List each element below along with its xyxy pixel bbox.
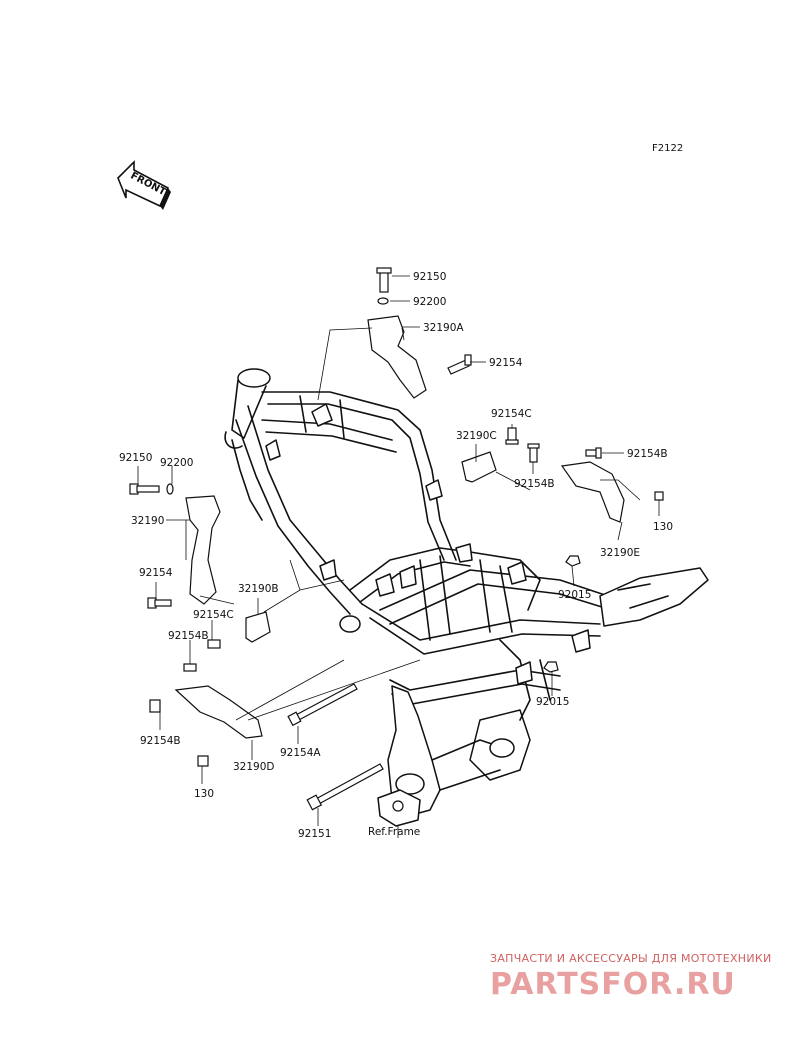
label-130-left: 130 [194,788,214,800]
label-92150-top: 92150 [413,271,446,283]
bracket-32190E [560,461,625,523]
label-92150-left: 92150 [119,452,152,464]
watermark-tagline: ЗАПЧАСТИ И АКСЕССУАРЫ ДЛЯ МОТОТЕХНИКИ [490,952,772,965]
label-92154-top: 92154 [489,357,523,369]
bolt-92154-top [447,354,472,375]
label-32190D: 32190D [233,761,275,773]
bracket-32190C [461,451,497,483]
label-92200-top: 92200 [413,296,446,308]
bolt-92154A [287,683,358,727]
bolt-92154B-right [585,447,602,459]
label-32190: 32190 [131,515,164,527]
label-92154B-bottom: 92154B [140,735,181,747]
bolt-130-right [654,491,664,501]
bolt-92151 [306,763,384,811]
label-92151: 92151 [298,828,331,840]
leader-lines [137,275,660,838]
nut-92015-b [543,661,559,673]
front-arrow-icon: FRONT [117,160,171,210]
label-92154B-mid: 92154B [514,478,555,490]
label-ref-frame: Ref.Frame [368,826,420,838]
label-32190A: 32190A [423,322,464,334]
bolt-92154B-mid [527,443,540,463]
washer-92200-left [166,483,174,495]
bracket-32190 [185,495,221,605]
bolt-92154-left [147,597,172,609]
label-32190B: 32190B [238,583,279,595]
parts [129,267,664,811]
bracket-32190D [174,685,263,739]
watermark-brand: PARTSFOR.RU [490,967,736,1002]
label-92154B-right: 92154B [627,448,668,460]
label-92154A: 92154A [280,747,321,759]
label-92154C-left: 92154C [193,609,234,621]
bolt-92154B-bottom [149,699,161,713]
label-92154C-right: 92154C [491,408,532,420]
label-92015-b: 92015 [536,696,569,708]
bolt-92154B-left [183,663,197,672]
label-32190C: 32190C [456,430,497,442]
callout-labels: 92150 92200 32190A 92154 92154C 32190C 9… [119,271,673,840]
nut-92015-a [565,555,581,567]
bolt-92150-top [376,267,392,293]
label-92015-a: 92015 [558,589,591,601]
label-92154-left: 92154 [139,567,173,579]
bolt-92154C-left [207,639,221,649]
bolt-92150-left [129,483,160,495]
label-32190E: 32190E [600,547,640,559]
bolt-130-left [197,755,209,767]
label-92154B-left: 92154B [168,630,209,642]
bracket-32190B [245,611,271,643]
diagram-code: F2122 [652,143,683,154]
frame-drawing [224,368,709,827]
washer-92200-top [377,297,389,305]
bolt-92154C-right [505,427,519,445]
bracket-32190A [367,315,427,399]
label-130-right: 130 [653,521,673,533]
watermark: ЗАПЧАСТИ И АКСЕССУАРЫ ДЛЯ МОТОТЕХНИКИ PA… [490,952,772,1002]
label-92200-left: 92200 [160,457,193,469]
